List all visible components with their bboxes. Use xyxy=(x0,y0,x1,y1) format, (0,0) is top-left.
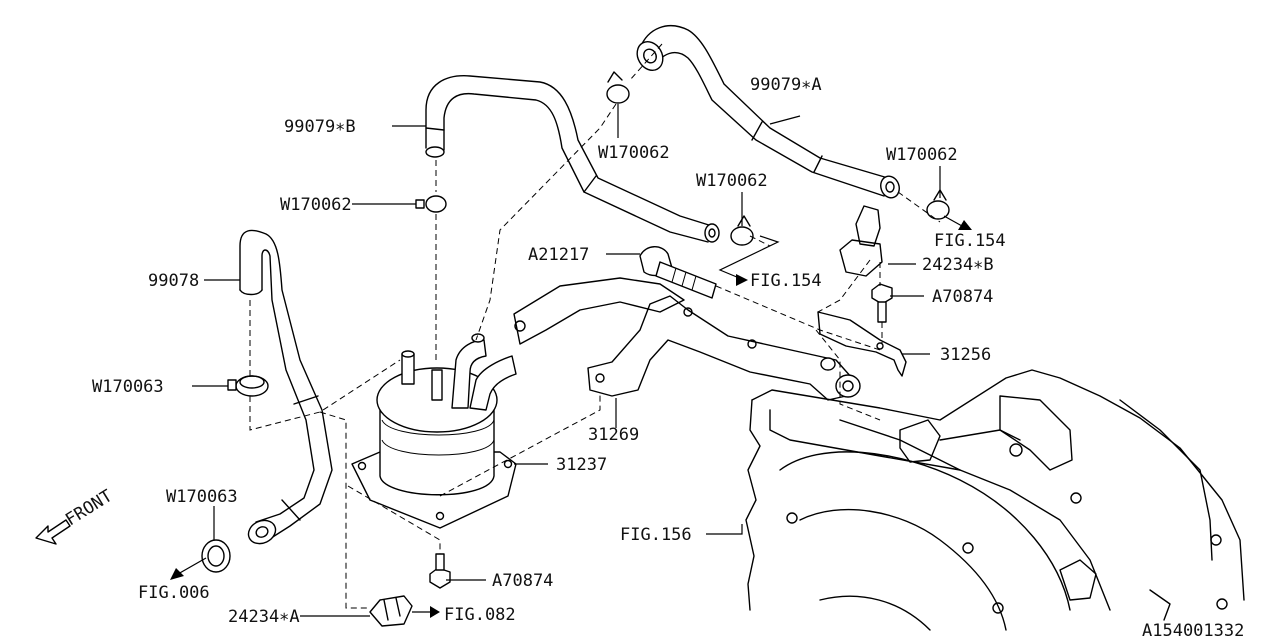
label-fig006: FIG.006 xyxy=(138,583,210,603)
label-99078: 99078 xyxy=(148,271,199,291)
label-front: FRONT xyxy=(62,486,116,530)
leader-lines xyxy=(192,104,941,617)
label-99079-a: 99079∗A xyxy=(750,75,822,95)
oil-cooler-31237 xyxy=(351,333,517,529)
label-24234-b: 24234∗B xyxy=(922,255,994,275)
hose-99078 xyxy=(239,229,333,545)
clamp-w170063-low xyxy=(201,539,231,573)
label-a21217: A21217 xyxy=(528,245,589,265)
transmission-housing xyxy=(745,369,1245,631)
label-fig154-right: FIG.154 xyxy=(934,231,1006,251)
clamp-w170062-top xyxy=(606,71,630,104)
label-w170062-left: W170062 xyxy=(280,195,352,215)
hose-99079-b xyxy=(425,75,720,243)
bolt-a70874-top xyxy=(871,283,893,323)
bracket-31256 xyxy=(817,311,907,377)
label-w170062-mid: W170062 xyxy=(696,171,768,191)
fig154-mid-arrow xyxy=(718,235,780,286)
label-a70874-top: A70874 xyxy=(932,287,993,307)
bolt-a70874-low xyxy=(429,553,451,589)
front-arrow xyxy=(35,519,71,545)
label-fig082: FIG.082 xyxy=(444,605,516,625)
fig006-arrow xyxy=(170,557,207,580)
label-fig156: FIG.156 xyxy=(620,525,692,545)
label-w170062-right: W170062 xyxy=(886,145,958,165)
label-w170063-mid: W170063 xyxy=(92,377,164,397)
fig154-right-arrow xyxy=(943,215,972,230)
label-a70874-low: A70874 xyxy=(492,571,553,591)
bracket-31269 xyxy=(513,277,861,401)
clip-24234-a xyxy=(369,595,413,627)
label-fig154-mid: FIG.154 xyxy=(750,271,822,291)
clamp-w170062-left xyxy=(415,195,447,213)
label-99079-b: 99079∗B xyxy=(284,117,356,137)
fig082-arrow xyxy=(412,606,440,618)
bolt-a21217 xyxy=(639,246,717,299)
hose-99079-a xyxy=(636,25,900,199)
label-w170063-low: W170063 xyxy=(166,487,238,507)
label-24234-a: 24234∗A xyxy=(228,607,300,627)
label-31256: 31256 xyxy=(940,345,991,365)
label-31269: 31269 xyxy=(588,425,639,445)
assembly-dashed-lines xyxy=(249,43,941,609)
clip-24234-b xyxy=(839,205,883,277)
drawing-number: A154001332 xyxy=(1142,621,1244,640)
clamp-w170062-mid xyxy=(730,215,754,246)
label-31237: 31237 xyxy=(556,455,607,475)
clamp-w170062-right xyxy=(926,189,950,220)
label-w170062-top: W170062 xyxy=(598,143,670,163)
clamp-w170063-mid xyxy=(227,375,269,397)
